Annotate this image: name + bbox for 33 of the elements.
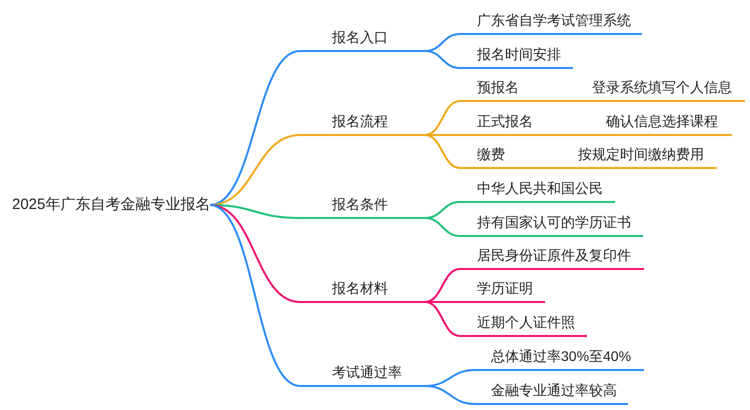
branch-line	[424, 134, 460, 169]
detail-text: 确认信息选择课程	[606, 112, 718, 130]
topic-text: 中华人民共和国公民	[477, 179, 603, 197]
branch-line	[424, 50, 460, 69]
topic-text: 广东省自学考试管理系统	[477, 11, 631, 29]
topic-text: 报名材料	[332, 279, 388, 297]
topic-text: 正式报名	[477, 112, 533, 130]
branch-line	[424, 385, 476, 405]
topic-text: 考试通过率	[332, 363, 402, 381]
detail-text: 登录系统填写个人信息	[592, 78, 732, 96]
branch-line	[210, 204, 300, 387]
branch-line	[424, 100, 460, 136]
topic-text: 报名流程	[332, 112, 388, 130]
branch-line	[424, 217, 460, 237]
branch-line	[210, 50, 300, 206]
topic-text: 金融专业通过率较高	[491, 381, 617, 399]
topic-text: 近期个人证件照	[477, 313, 575, 331]
topic-text: 报名条件	[332, 195, 388, 213]
topic-text: 居民身份证原件及复印件	[477, 246, 631, 264]
topic-text: 报名入口	[332, 28, 388, 46]
branch-line	[424, 268, 460, 303]
branch-line	[425, 134, 460, 136]
branch-line	[424, 301, 460, 337]
topic-text: 总体通过率30%至40%	[491, 347, 632, 365]
topic-text: 报名时间安排	[477, 45, 561, 63]
branch-line	[425, 301, 460, 303]
topic-text: 学历证明	[477, 279, 533, 297]
topic-text: 缴费	[477, 145, 505, 163]
topic-text: 持有国家认可的学历证书	[477, 213, 631, 231]
branch-line	[210, 204, 300, 303]
central-topic: 2025年广东自考金融专业报名	[12, 193, 210, 217]
detail-text: 按规定时间缴纳费用	[578, 145, 704, 163]
topic-text: 预报名	[477, 78, 519, 96]
